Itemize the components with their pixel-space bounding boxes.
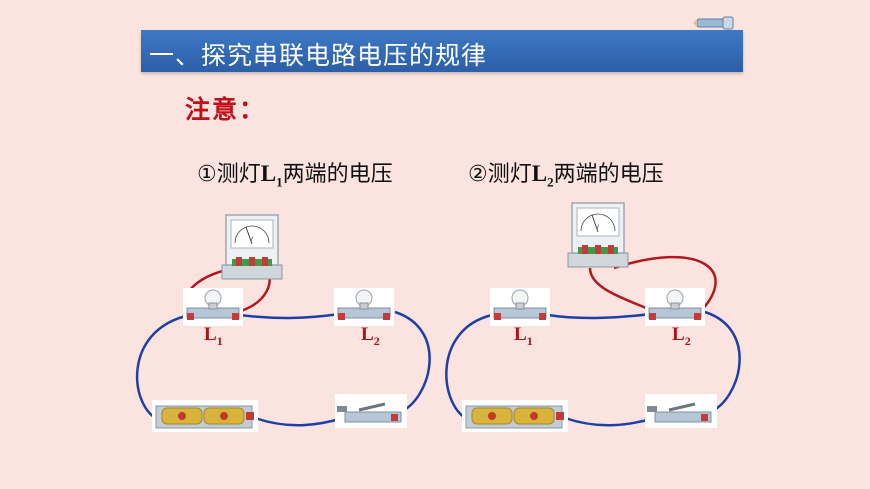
pencil-icon xyxy=(693,16,734,30)
lamp-label-letter: L xyxy=(204,324,217,345)
lamp-label-sub: 1 xyxy=(216,333,223,348)
caption-prefix: ②测灯 xyxy=(468,162,532,187)
lamp-label-letter: L xyxy=(514,324,527,345)
switch xyxy=(643,392,719,430)
lamp-label-sub: 2 xyxy=(373,333,380,348)
lamp-label-l2: L2 xyxy=(672,324,691,349)
lamp-label-l2: L2 xyxy=(361,324,380,349)
caption-measure-l2: ②测灯L2两端的电压 xyxy=(468,156,664,190)
section-header-bar: 一、探究串联电路电压的规律 xyxy=(141,30,743,72)
section-title: 一、探究串联电路电压的规律 xyxy=(149,41,488,70)
lamp-label-sub: 1 xyxy=(526,333,533,348)
caption-sub: 2 xyxy=(547,174,554,190)
lamp-label-l1: L1 xyxy=(204,324,223,349)
voltmeter xyxy=(221,214,283,280)
lamp-l1 xyxy=(489,287,551,327)
lamp-label-sub: 2 xyxy=(684,333,691,348)
switch xyxy=(333,392,409,430)
circuit-panel-1 xyxy=(135,214,431,433)
note-label: 注意： xyxy=(185,95,267,124)
caption-suffix: 两端的电压 xyxy=(282,162,393,187)
caption-suffix: 两端的电压 xyxy=(553,162,664,187)
caption-sub: 1 xyxy=(276,174,283,190)
caption-measure-l1: ①测灯L1两端的电压 xyxy=(197,156,393,190)
circuit-panel-2 xyxy=(445,202,741,433)
caption-letter: L xyxy=(260,161,277,186)
caption-letter: L xyxy=(531,161,548,186)
lamp-label-letter: L xyxy=(672,324,685,345)
voltmeter xyxy=(567,202,629,268)
battery xyxy=(461,399,569,433)
caption-prefix: ①测灯 xyxy=(197,162,261,187)
lamp-l1 xyxy=(182,287,244,327)
lamp-label-l1: L1 xyxy=(514,324,533,349)
battery xyxy=(151,399,259,433)
lamp-label-letter: L xyxy=(361,324,374,345)
lamp-l2 xyxy=(333,287,395,327)
lamp-l2 xyxy=(644,287,706,327)
